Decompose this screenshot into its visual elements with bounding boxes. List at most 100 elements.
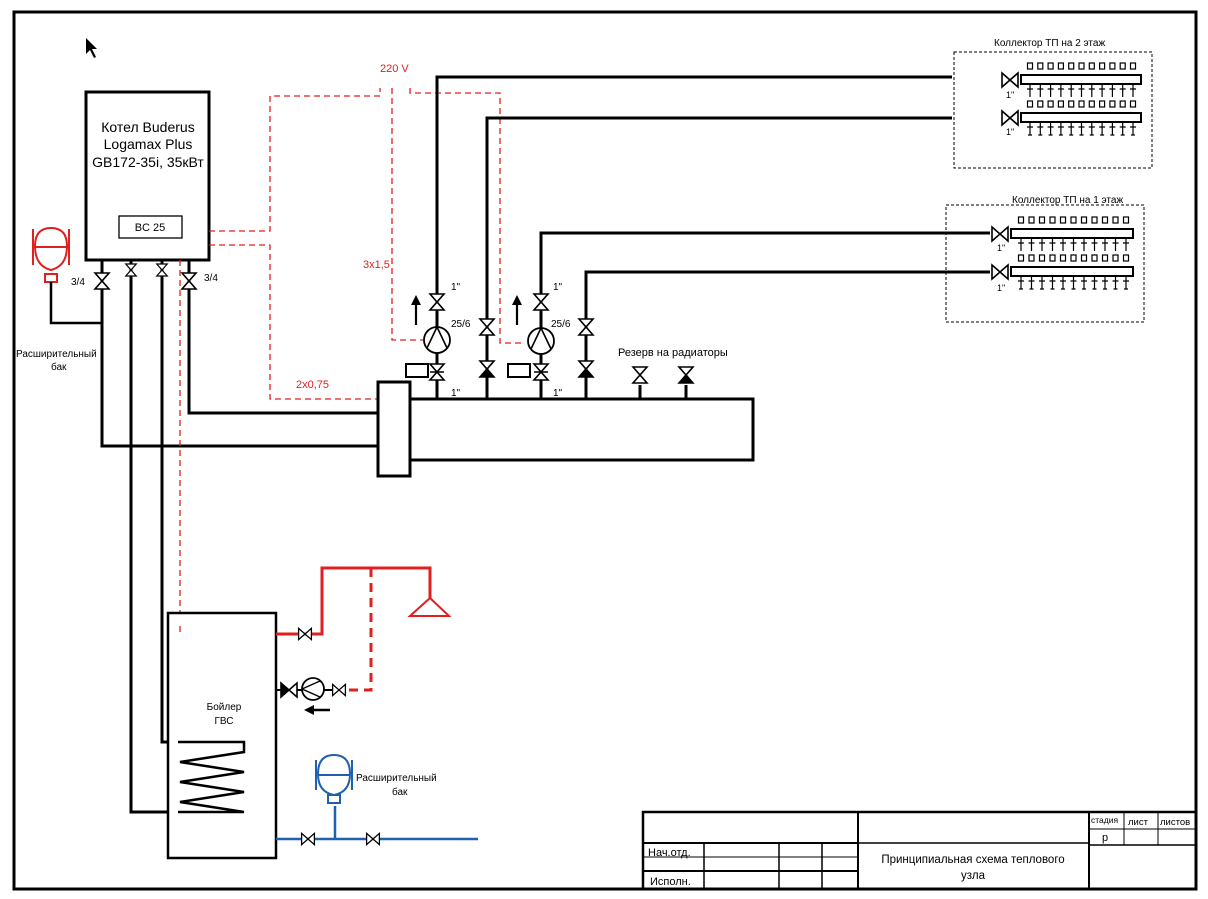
manifold-1-inch-2: 1": [997, 283, 1005, 293]
manifold-2-outlets: [1026, 62, 1137, 136]
manifold-return-cap: [1028, 254, 1035, 262]
voltage-label: 220 V: [380, 63, 409, 75]
manifold-outlet-cap: [1109, 62, 1116, 70]
manifold-1-label: Коллектор ТП на 1 этаж: [1012, 195, 1123, 206]
recirc-flow-arrow-icon: [304, 705, 330, 715]
size-34-left: 3/4: [71, 277, 85, 288]
drawing-title-2: узла: [961, 870, 986, 882]
manifold-outlet-stem: [1018, 238, 1024, 251]
exp-tank-water-label-2: бак: [392, 786, 408, 798]
manifold-return-cap: [1047, 100, 1054, 108]
manifold-outlet-stem: [1091, 238, 1098, 251]
tank-connection-pipe: [49, 282, 102, 325]
manifold-return-cap: [1091, 254, 1098, 262]
manifold-return-cap: [1026, 100, 1034, 108]
manifold-outlet-cap: [1059, 216, 1067, 224]
manifold-return-stem: [1018, 276, 1024, 290]
manifold-outlet-stem: [1099, 84, 1106, 97]
manifold-outlet-stem: [1039, 238, 1045, 251]
manifold-return-stem: [1081, 276, 1087, 290]
manifold-outlet-cap: [1112, 216, 1119, 224]
manifold-return-stem: [1037, 122, 1044, 136]
title-block: [641, 810, 1198, 891]
title-sheets-header: листов: [1160, 817, 1190, 828]
circuit2-inch-top: 1": [553, 282, 563, 293]
drawing-title-1: Принципиальная схема теплового: [881, 854, 1064, 866]
manifold-return-cap: [1068, 100, 1075, 108]
manifold-outlet-stem: [1119, 84, 1126, 97]
manifold-return-stem: [1060, 276, 1066, 290]
manifold-outlet-cap: [1047, 62, 1054, 70]
manifold-outlet-stem: [1123, 238, 1129, 251]
manifold-1-supply-bar: [1010, 228, 1134, 239]
circuit1-pump-icon: [423, 326, 451, 354]
manifold-return-cap: [1057, 100, 1065, 108]
reserve-check-valve: [678, 366, 694, 384]
manifold-return-cap: [1017, 254, 1025, 262]
manifold-2-return-bar: [1020, 112, 1142, 123]
manifold-outlet-cap: [1037, 62, 1044, 70]
manifold-return-cap: [1098, 100, 1106, 108]
manifold-outlet-cap: [1098, 62, 1106, 70]
manifold-1-frame: [945, 204, 1145, 323]
exp-tank-heating-label-2: бак: [51, 361, 67, 373]
manifold-return-stem: [1028, 276, 1035, 290]
manifold-return-cap: [1080, 254, 1088, 262]
manifold-outlet-stem: [1102, 238, 1108, 251]
manifold-1-return-bar: [1010, 266, 1134, 277]
title-head-label: Нач.отд.: [648, 847, 691, 859]
circuit1-flow-arrow-icon: [409, 293, 423, 327]
power-cables: [179, 88, 525, 632]
title-stage-header: стадия: [1091, 815, 1118, 825]
water-expansion-tank-icon: [315, 753, 353, 804]
recirc-pump-icon: [301, 677, 325, 701]
manifold-outlet-stem: [1070, 238, 1077, 251]
controller-label: BC 25: [135, 222, 166, 234]
manifold-return-cap: [1038, 254, 1046, 262]
boiler-valve-3: [156, 263, 168, 277]
cold-water-valve-2: [365, 832, 381, 846]
manifold-return-cap: [1070, 254, 1077, 262]
manifold-return-cap: [1088, 100, 1095, 108]
cold-water-valve-1: [300, 832, 316, 846]
manifold-return-stem: [1109, 122, 1116, 136]
title-performer-label: Исполн.: [650, 876, 691, 888]
controller-box: [118, 215, 183, 239]
circuit2-inch-bottom: 1": [553, 388, 563, 399]
manifold-return-cap: [1078, 100, 1085, 108]
manifold-return-stem: [1099, 122, 1106, 136]
recirculation-line: [346, 568, 373, 692]
boiler-label-3: GB172-35i, 35кВт: [92, 154, 204, 170]
manifold-1-inch-1: 1": [997, 243, 1005, 253]
manifold-outlet-cap: [1038, 216, 1046, 224]
manifold-return-cap: [1037, 100, 1044, 108]
manifold-return-stem: [1047, 122, 1054, 136]
return1-valve: [479, 318, 495, 336]
manifold-outlet-cap: [1129, 62, 1137, 70]
manifold-outlet-cap: [1080, 216, 1088, 224]
dhw-label-1: Бойлер: [207, 702, 242, 713]
manifold-outlet-cap: [1017, 216, 1025, 224]
hot-water-valve: [297, 627, 313, 641]
manifold-return-stem: [1068, 122, 1075, 136]
manifold-return-stem: [1027, 122, 1033, 136]
drawing-frame: [12, 10, 1198, 891]
manifold-return-stem: [1070, 276, 1077, 290]
manifold-return-stem: [1057, 122, 1064, 136]
dhw-coil: [178, 740, 246, 814]
manifold-return-stem: [1078, 122, 1085, 136]
title-sheet-header: лист: [1128, 817, 1149, 828]
manifold-return-cap: [1129, 100, 1137, 108]
manifold-2-return-valve: [1001, 110, 1019, 126]
manifold-return-stem: [1119, 122, 1126, 136]
manifold-2-frame: [953, 51, 1153, 169]
reserve-label: Резерв на радиаторы: [618, 347, 728, 359]
manifold-outlet-cap: [1078, 62, 1085, 70]
cable-3x15-label: 3х1,5: [363, 259, 390, 271]
manifold-return-stem: [1088, 122, 1095, 136]
return1-check-valve: [479, 360, 495, 378]
circuit2-flow-arrow-icon: [510, 293, 524, 327]
manifold-return-cap: [1049, 254, 1056, 262]
manifold-return-stem: [1130, 122, 1136, 136]
